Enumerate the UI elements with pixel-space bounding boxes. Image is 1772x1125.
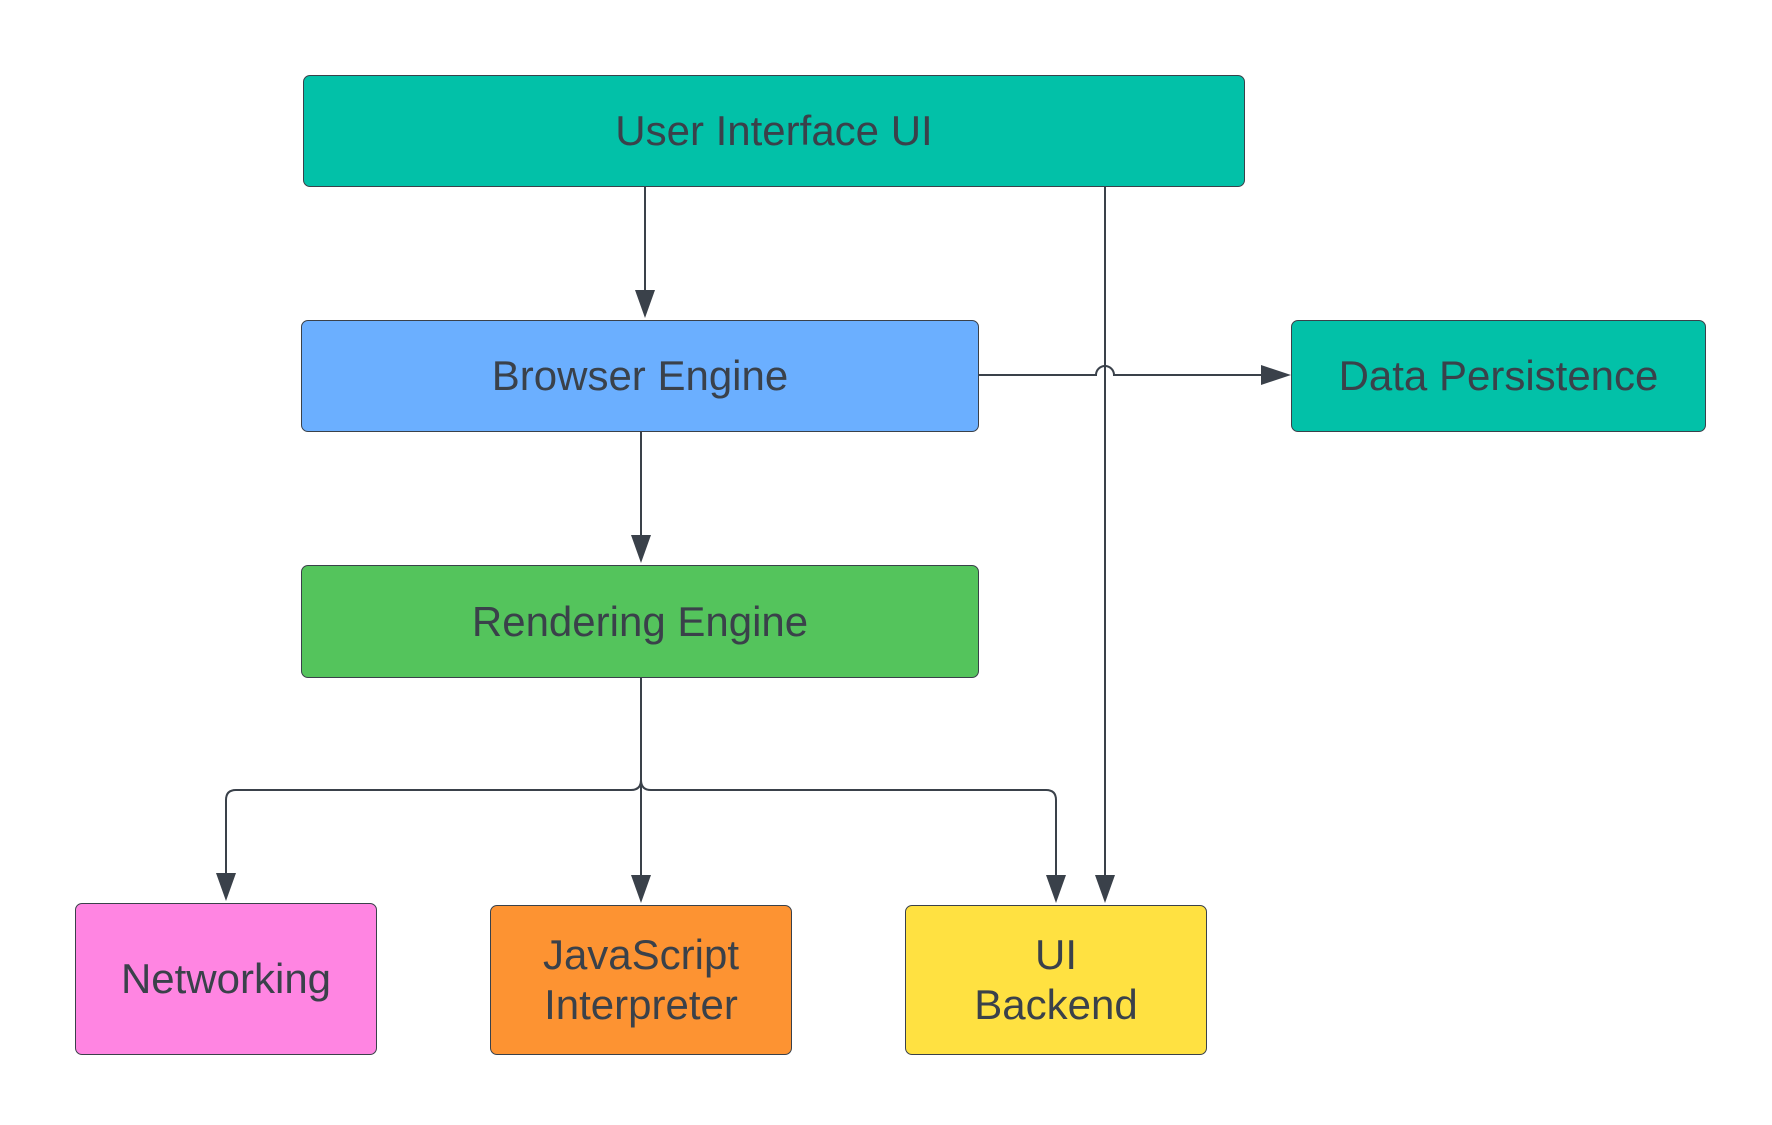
arrowhead-ui-backend-from-rendering <box>1046 875 1066 903</box>
javascript-interpreter-label: JavaScript Interpreter <box>542 931 740 1028</box>
rendering-engine-label: Rendering Engine <box>471 597 809 645</box>
arrowhead-javascript-interpreter <box>631 875 651 903</box>
networking-node: Networking <box>75 903 377 1055</box>
browser-engine-node: Browser Engine <box>301 320 979 432</box>
browser-engine-label: Browser Engine <box>491 352 789 399</box>
arrowhead-rendering-engine <box>631 535 651 563</box>
arrowhead-browser-engine <box>635 290 655 318</box>
edge-rendering-to-ui-backend <box>640 779 1057 877</box>
ui-backend-label: UI Backend <box>974 931 1138 1028</box>
javascript-interpreter-node: JavaScript Interpreter <box>490 905 792 1055</box>
user-interface-label: User Interface UI <box>615 107 933 154</box>
data-persistence-node: Data Persistence <box>1291 320 1706 432</box>
arrowhead-data-persistence <box>1261 365 1291 385</box>
arrowhead-networking <box>216 873 236 901</box>
data-persistence-label: Data Persistence <box>1338 352 1659 399</box>
edge-rendering-to-networking <box>225 779 642 875</box>
edge-browser-engine-to-data-persistence <box>979 365 1262 376</box>
networking-label: Networking <box>120 955 332 1002</box>
user-interface-node: User Interface UI <box>303 75 1245 187</box>
arrowhead-ui-backend-from-ui <box>1095 875 1115 903</box>
ui-backend-node: UI Backend <box>905 905 1207 1055</box>
rendering-engine-node: Rendering Engine <box>301 565 979 678</box>
